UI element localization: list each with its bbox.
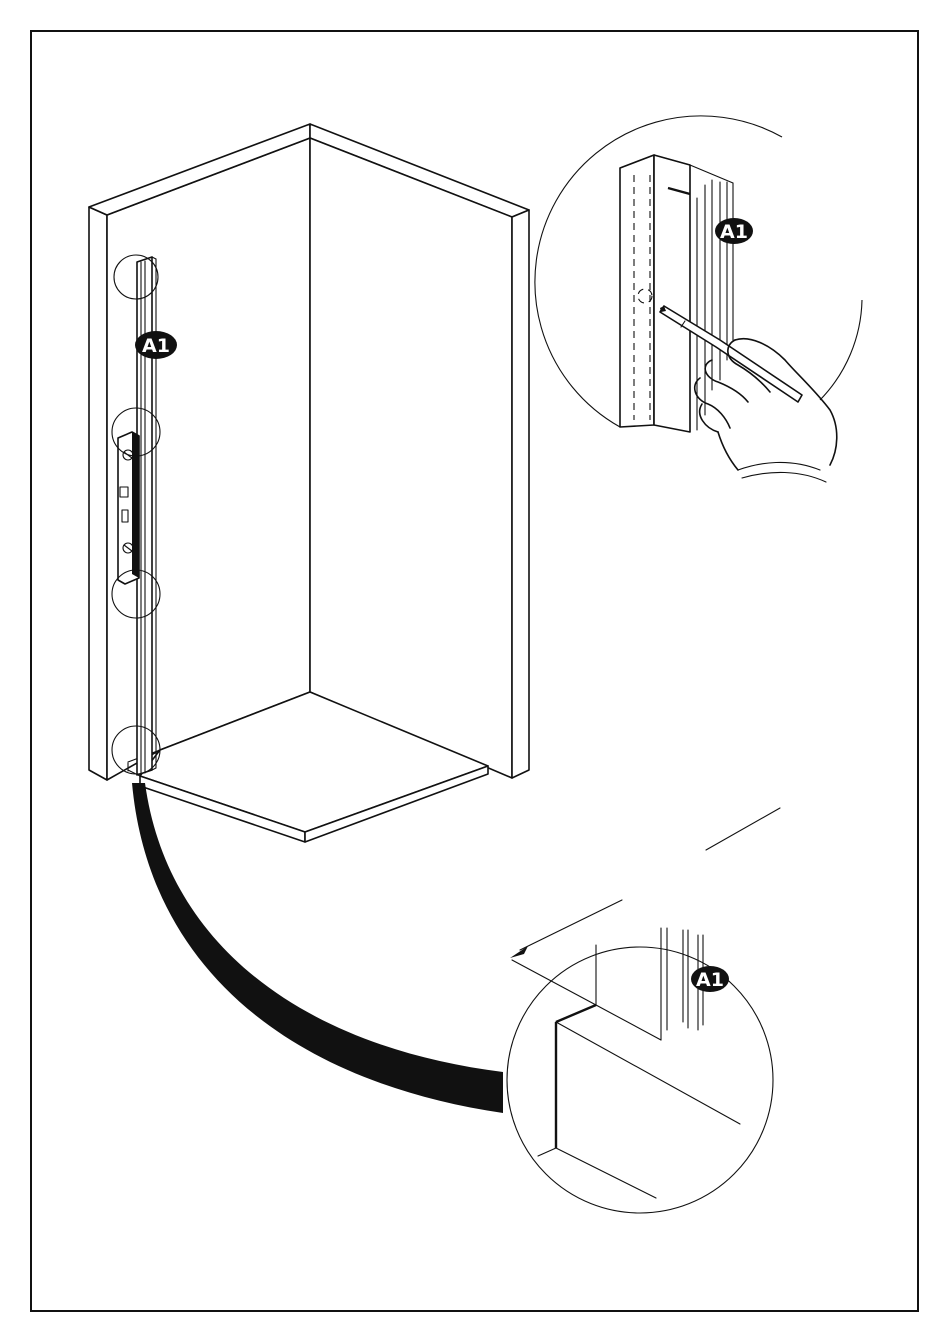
profile-badge-detail-bottom-label: A1: [696, 969, 724, 991]
detail-marking-drill-point: A1: [535, 116, 862, 482]
hand: [695, 339, 837, 482]
left-wall-front: [89, 207, 107, 780]
right-wall-front: [512, 210, 529, 778]
detail-profile-on-tray: A1: [507, 928, 773, 1213]
guide-line-upper: [706, 808, 780, 850]
right-wall-face: [310, 138, 512, 778]
profile-badge-main: A1: [135, 331, 177, 359]
guide-line-lower: [520, 900, 622, 950]
shower-enclosure-walls: [89, 124, 529, 780]
detail-bottom-circle-outline: [507, 947, 773, 1213]
profile-badge-main-label: A1: [142, 335, 170, 357]
detail-top-circle-outline: [535, 116, 862, 427]
profile-badge-detail-top-label: A1: [720, 221, 748, 243]
